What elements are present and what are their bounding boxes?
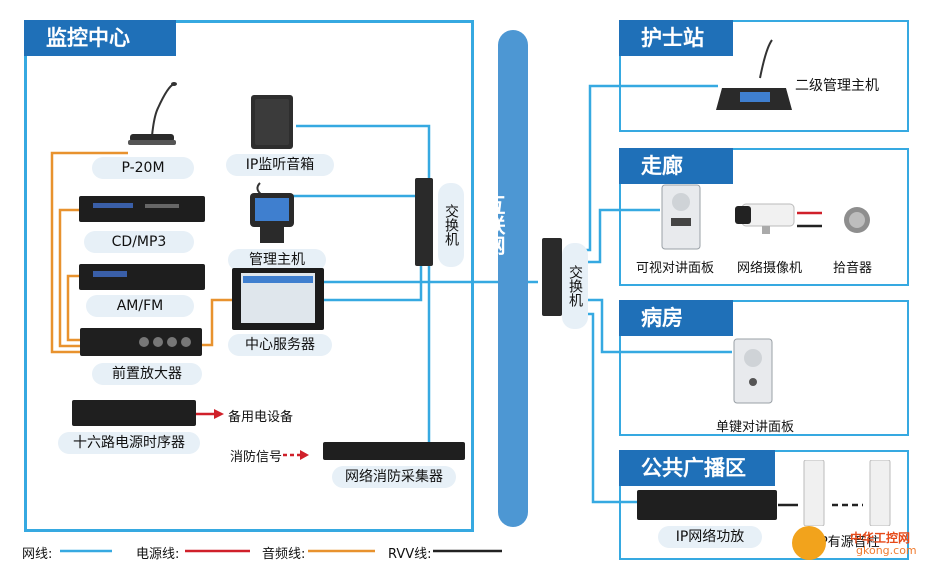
management-host-label: 管理主机 [228, 249, 326, 271]
power-sequencer-label: 十六路电源时序器 [58, 432, 200, 454]
monitor-center-title: 监控中心 [24, 20, 176, 56]
power-arrow [214, 409, 224, 419]
audio-line [200, 298, 232, 347]
legend-audio-label: 音频线: [262, 547, 306, 562]
ward-frame [619, 300, 909, 436]
am-fm-device-icon [79, 264, 205, 290]
cd-mp3-device-icon [79, 196, 205, 222]
corridor-frame [619, 148, 909, 286]
speaker-column-icon [869, 460, 891, 526]
audio-line [58, 208, 80, 348]
switch-icon [415, 178, 433, 266]
switch-label: 交换机 [562, 243, 588, 329]
nurse-station-frame [619, 20, 909, 132]
corridor-title: 走廊 [619, 148, 733, 184]
microphone-icon [128, 82, 177, 145]
p20m-label: P-20M [92, 157, 194, 179]
power-sequencer-icon [72, 400, 196, 426]
network-line [584, 312, 637, 504]
watermark-url: gkong.com [856, 544, 917, 557]
central-server-label: 中心服务器 [228, 334, 332, 356]
network-camera-label: 网络摄像机 [737, 261, 803, 276]
cd-mp3-label: CD/MP3 [84, 231, 194, 253]
ip-speaker-icon [251, 95, 293, 149]
internet-label: 互联网 [482, 195, 506, 255]
single-key-intercom-label: 单键对讲面板 [716, 420, 795, 435]
fire-signal-arrow [300, 450, 309, 460]
network-camera-icon [735, 203, 795, 234]
switch-icon [542, 238, 562, 316]
preamp-label: 前置放大器 [92, 363, 202, 385]
network-line [584, 208, 660, 264]
backup-device-label: 备用电设备 [228, 410, 294, 425]
public-area-title: 公共广播区 [619, 450, 775, 486]
fire-signal-label: 消防信号 [230, 450, 283, 465]
legend-rvv-label: RVV线: [388, 547, 432, 562]
legend-network-label: 网线: [22, 547, 53, 562]
internet-bar [498, 30, 528, 527]
network-line [584, 298, 732, 354]
ip-amplifier-label: IP网络功放 [658, 526, 762, 548]
network-line [322, 264, 423, 302]
ward-title: 病房 [619, 300, 733, 336]
secondary-host-label: 二级管理主机 [786, 75, 888, 97]
central-server-icon [232, 268, 324, 330]
monitor-center-frame [24, 20, 474, 532]
pickup-label: 拾音器 [833, 261, 873, 276]
preamp-icon [80, 328, 202, 356]
switch-label: 交换机 [438, 183, 464, 267]
secondary-host-icon [716, 39, 792, 110]
nurse-station-title: 护士站 [619, 20, 733, 56]
ip-amplifier-icon [637, 490, 777, 520]
pickup-icon [844, 207, 870, 233]
management-host-icon [250, 182, 294, 243]
ip-speaker-column-label: IP有源音柱 [816, 535, 880, 550]
watermark-text: 中华工控网 [850, 531, 911, 545]
fire-collector-label: 网络消防采集器 [332, 466, 456, 488]
audio-line [50, 151, 128, 354]
am-fm-label: AM/FM [86, 295, 194, 317]
video-intercom-label: 可视对讲面板 [636, 261, 715, 276]
audio-line [66, 274, 80, 342]
speaker-column-icon [803, 460, 825, 526]
single-key-intercom-icon [733, 338, 773, 404]
video-intercom-icon [661, 184, 701, 250]
fire-collector-icon [323, 442, 465, 460]
ip-speaker-label: IP监听音箱 [226, 154, 334, 176]
legend-power-label: 电源线: [136, 547, 180, 562]
network-line [296, 124, 431, 182]
watermark-gear-icon [792, 526, 826, 560]
